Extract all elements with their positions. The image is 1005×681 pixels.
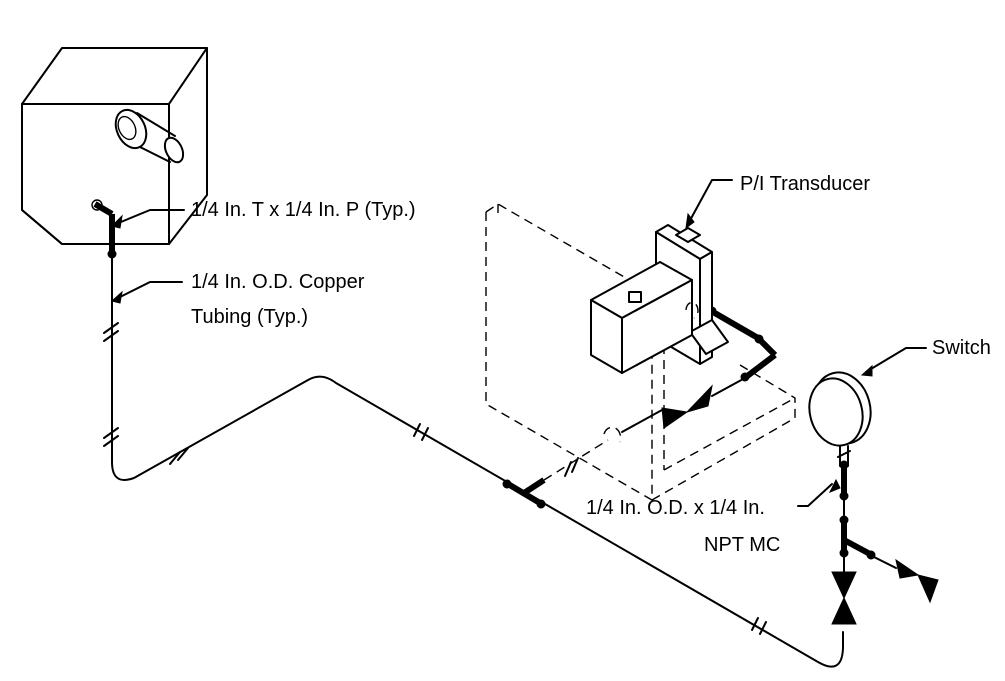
main-tee (502, 477, 546, 509)
leader-tubing (115, 281, 183, 300)
switch-piping (831, 497, 939, 625)
label-switch: Switch (932, 337, 991, 359)
branch-hole (603, 426, 622, 443)
pressure-switch (808, 371, 872, 501)
label-tubing-line1: 1/4 In. O.D. Copper (191, 271, 365, 293)
label-fitting: 1/4 In. T x 1/4 In. P (Typ.) (191, 199, 416, 221)
pi-transducer (590, 224, 729, 374)
leader-switch (865, 347, 927, 373)
tubing-ticks (103, 322, 767, 635)
label-connector-line1: 1/4 In. O.D. x 1/4 In. (586, 497, 765, 519)
label-connector-line2: NPT MC (704, 534, 781, 556)
label-tubing-line2: Tubing (Typ.) (191, 306, 309, 328)
main-tubing (111, 255, 844, 668)
leader-lines (115, 179, 927, 507)
label-transducer: P/I Transducer (740, 173, 871, 195)
leader-fitting (115, 209, 185, 225)
leader-transducer (687, 179, 733, 225)
branch-ticks (564, 457, 579, 477)
actuator-box-front (21, 103, 170, 245)
branch-tubing-dashed (543, 439, 609, 481)
actuator-shaft (114, 108, 185, 164)
transducer-valve (661, 306, 778, 429)
leader-connector (797, 483, 833, 507)
